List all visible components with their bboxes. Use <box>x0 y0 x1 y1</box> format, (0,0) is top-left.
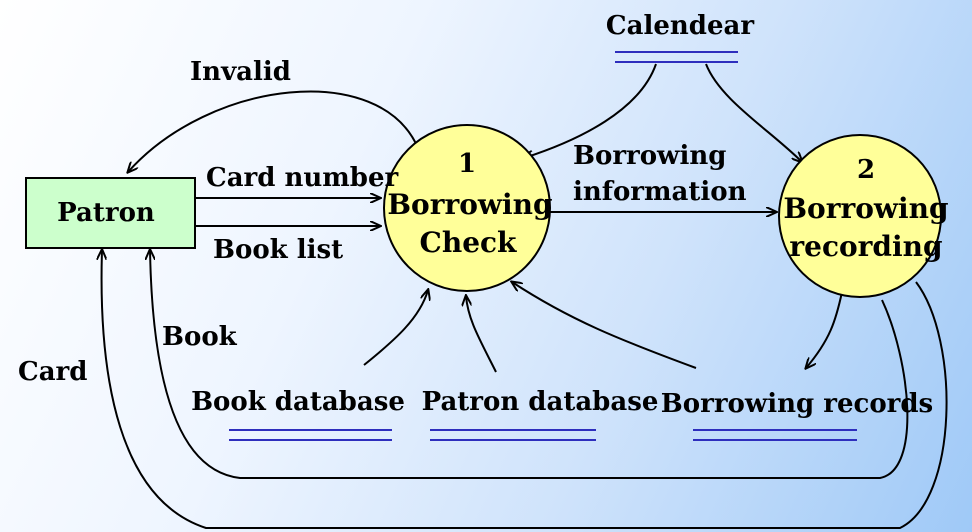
flow-invalid-arrow <box>128 90 419 172</box>
flow-calendar-to-recording-arrow <box>705 63 802 162</box>
flow-patrondb-to-check-arrow <box>466 296 497 373</box>
flow-book-label: Book <box>162 322 238 352</box>
process-1-line2: Check <box>420 226 518 259</box>
flow-card-arrow <box>102 250 948 529</box>
process-1-line1: Borrowing <box>387 188 552 221</box>
flow-invalid-label: Invalid <box>190 57 291 87</box>
patron-label: Patron <box>57 198 155 228</box>
flow-recording-to-records-arrow <box>806 291 843 368</box>
process-2-line2: recording <box>789 230 942 263</box>
flow-bookdb-to-check-arrow <box>363 290 428 366</box>
store-borrowing-records-label: Borrowing records <box>661 389 933 419</box>
process-2-number: 2 <box>857 155 875 185</box>
flow-card-label: Card <box>18 357 87 387</box>
process-1-number: 1 <box>458 149 476 179</box>
process-1-circle <box>383 124 551 292</box>
store-patron-db-label: Patron database <box>422 387 659 417</box>
flow-calendar-to-check-arrow <box>524 63 657 158</box>
process-2-circle <box>778 134 942 298</box>
patron-entity <box>25 177 196 249</box>
store-calendar-label: Calendear <box>606 11 754 41</box>
flow-book-arrow <box>150 250 909 479</box>
flow-borrowing-info-label-1: Borrowing <box>573 141 726 171</box>
flow-borrowing-info-label-2: information <box>573 177 747 207</box>
flow-book-list-label: Book list <box>213 235 343 265</box>
store-book-db-label: Book database <box>191 387 405 417</box>
process-2-line1: Borrowing <box>783 192 948 225</box>
flow-records-to-check-arrow <box>512 282 697 369</box>
flow-card-number-label: Card number <box>206 163 399 193</box>
